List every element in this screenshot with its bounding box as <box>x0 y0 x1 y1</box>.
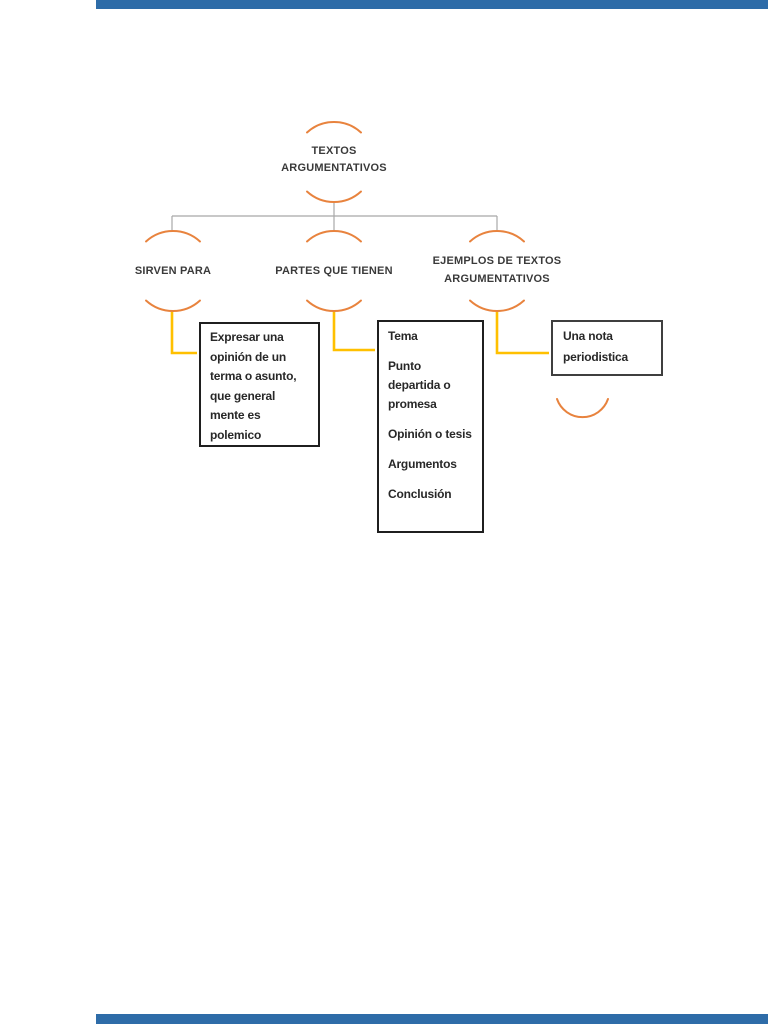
branch-label-ejemplos-line2: ARGUMENTATIVOS <box>444 272 550 285</box>
branch-label-sirven-para: SIRVEN PARA <box>134 265 212 277</box>
box-text-line: promesa <box>388 397 437 411</box>
box-text-line: periodistica <box>563 350 628 364</box>
tree-connector-lines <box>171 202 498 232</box>
box-text-line: terma o asunto, <box>210 369 297 383</box>
elbow-connector-sirven-box <box>170 310 197 355</box>
elbow-connector-ejemplos-box <box>495 310 549 355</box>
branch-label-partes-que-tienen: PARTES QUE TIENEN <box>275 265 393 277</box>
box-text-line: Tema <box>388 329 418 343</box>
sirven-node-arc-bottom <box>145 299 201 312</box>
node-circle-arcs <box>145 121 609 419</box>
ejemplos-node-arc-top <box>469 230 525 243</box>
sirven-node-arc-top <box>145 230 201 243</box>
root-node-label-line1: TEXTOS <box>311 145 357 157</box>
box-text-line: departida o <box>388 378 451 392</box>
box-text-line: polemico <box>210 427 262 442</box>
adjacent-page-edge-top <box>96 0 768 9</box>
lone-node-arc-bottom <box>556 398 609 419</box>
branch-label-ejemplos-line1: EJEMPLOS DE TEXTOS <box>432 255 562 267</box>
ejemplos-node-arc-bottom <box>469 299 525 312</box>
branch-label-ejemplos: EJEMPLOS DE TEXTOS ARGUMENTATIVOS <box>417 253 577 288</box>
box-text-line: Una nota <box>563 329 613 343</box>
box-text-line: Punto <box>388 359 421 373</box>
elbow-connector-partes-box <box>332 310 375 352</box>
root-node-label: TEXTOS ARGUMENTATIVOS <box>254 143 414 177</box>
box-text-line: Conclusión <box>388 487 452 501</box>
partes-node-arc-bottom <box>306 299 362 312</box>
box-text-line: que general <box>210 388 276 403</box>
box-text-line: Opinión o tesis <box>388 427 472 441</box>
box-text-line: mente es <box>210 408 261 422</box>
detail-box-partes-que-tienen: Tema Punto departida o promesa Opinión o… <box>377 320 484 533</box>
adjacent-page-edge-bottom <box>96 1014 768 1024</box>
root-node-arc-bottom <box>306 190 362 203</box>
box-text-line: Argumentos <box>388 457 457 471</box>
box-text-line: opinión de un <box>210 349 287 364</box>
root-node-label-line2: ARGUMENTATIVOS <box>281 162 387 174</box>
elbow-connector-lines <box>170 310 549 355</box>
box-text-line: Expresar una <box>210 330 284 344</box>
root-node-arc-top <box>306 121 362 134</box>
partes-node-arc-top <box>306 230 362 243</box>
detail-box-sirven-para: Expresar una opinión de un terma o asunt… <box>199 322 320 447</box>
detail-box-ejemplos: Una nota periodistica <box>551 320 663 376</box>
